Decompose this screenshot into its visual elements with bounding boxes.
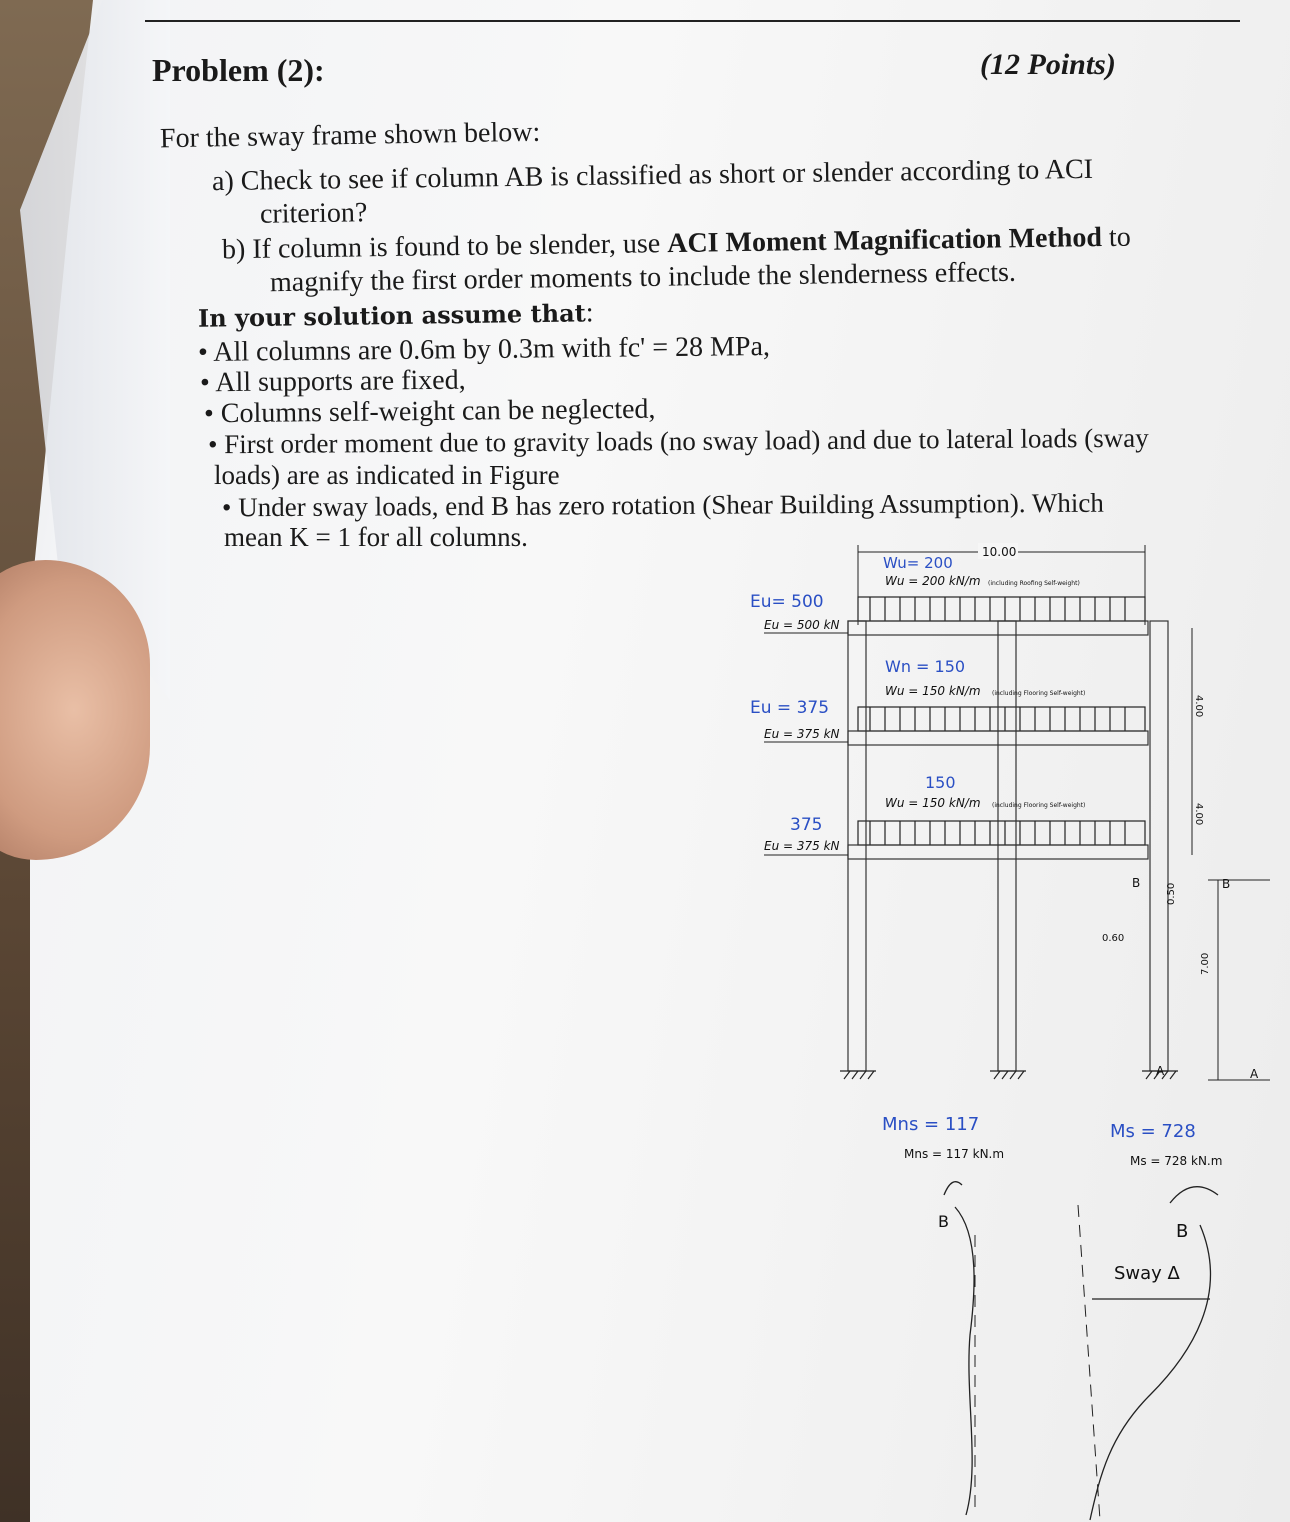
mns-moment-arrow <box>943 1181 963 1196</box>
floor2-load-hand: Wn = 150 <box>885 657 965 676</box>
dim-story-mid: 4.00 <box>1193 803 1204 825</box>
assume-colon: : <box>585 297 594 329</box>
header-rule <box>145 20 1240 22</box>
dim-story-top: 4.00 <box>1193 695 1204 717</box>
dim-col-width: 0.60 <box>1102 933 1124 944</box>
bullet-text: Under sway loads, end B has zero rotatio… <box>238 487 1104 523</box>
fixed-supports <box>840 1070 1178 1080</box>
ms-hand: Ms = 728 <box>1110 1121 1196 1142</box>
span-label: 10.00 <box>982 545 1016 559</box>
paper-sheet <box>30 0 1290 1522</box>
intro-text: For the sway frame shown below: <box>159 116 541 155</box>
frame-diagram: 10.00 Wu= 200 Wu = 200 kN/m (including R… <box>750 543 1270 1521</box>
node-b-elev: B <box>1222 877 1230 891</box>
bullet-item: • All supports are fixed, <box>199 364 466 399</box>
dim-beam-depth: 0.50 <box>1166 883 1177 905</box>
node-b-frame: B <box>1132 876 1140 890</box>
column-right <box>1149 620 1169 1072</box>
lateral-bot-hand: 375 <box>790 815 822 835</box>
bullet-text: First order moment due to gravity loads … <box>224 422 1149 460</box>
floor2-load-note: (including Flooring Self-weight) <box>992 690 1085 697</box>
floor1-load-note: (including Flooring Self-weight) <box>992 802 1085 809</box>
bullet-continuation: loads) are as indicated in Figure <box>214 460 560 490</box>
lateral-top-hand: Eu= 500 <box>750 592 824 612</box>
bullet-text: All supports are fixed, <box>215 364 466 399</box>
thumb <box>0 560 150 860</box>
floor2-load-block <box>857 706 1146 732</box>
no-sway-deflected-shape <box>954 1206 975 1516</box>
bullet-item: • Columns self-weight can be neglected, <box>203 393 656 430</box>
lateral-top-label: Eu = 500 kN <box>764 618 840 632</box>
bullet-text: Columns self-weight can be neglected, <box>220 393 656 430</box>
floor1-load-label: Wu = 150 kN/m <box>885 796 981 810</box>
ms-label: Ms = 728 kN.m <box>1130 1154 1222 1168</box>
node-a-frame: A <box>1156 1064 1165 1078</box>
no-sway-node-b: B <box>938 1212 949 1231</box>
dim-ground: 7.00 <box>1200 953 1211 975</box>
part-b-pre: If column is found to be slender, use <box>252 228 661 265</box>
points-label: (12 Points) <box>980 48 1116 81</box>
bullet-item: • Under sway loads, end B has zero rotat… <box>221 487 1104 523</box>
problem-title: Problem (2): <box>152 52 325 88</box>
column-middle <box>997 620 1017 1072</box>
roof-load-label: Wu = 200 kN/m <box>885 574 981 588</box>
roof-load-hand: Wu= 200 <box>883 554 953 572</box>
sway-deflected-shape <box>1089 1224 1212 1521</box>
sway-label: Sway Δ <box>1114 1263 1181 1284</box>
bullet-continuation: mean K = 1 for all columns. <box>224 522 528 552</box>
sway-node-b: B <box>1176 1221 1188 1242</box>
bullet-item: • All columns are 0.6m by 0.3m with fc' … <box>197 331 771 368</box>
roof-load-block <box>857 596 1146 622</box>
ms-moment-arrow <box>1169 1186 1219 1204</box>
part-a-line2: criterion? <box>259 197 368 230</box>
part-b-post: to <box>1108 221 1131 253</box>
mns-hand: Mns = 117 <box>882 1114 979 1135</box>
lateral-mid-label: Eu = 375 kN <box>764 727 840 741</box>
floor1-load-block <box>857 820 1146 846</box>
part-a-marker: a) <box>211 165 235 198</box>
lateral-bot-label: Eu = 375 kN <box>764 839 840 853</box>
part-b-marker: b) <box>221 234 246 266</box>
floor1-load-hand: 150 <box>925 773 956 792</box>
part-b-method: ACI Moment Magnification Method <box>667 222 1103 260</box>
assume-heading: In your solution assume that: <box>198 297 594 335</box>
lateral-mid-hand: Eu = 375 <box>750 698 829 718</box>
floor2-load-label: Wu = 150 kN/m <box>885 684 981 698</box>
column-left <box>847 620 867 1072</box>
node-a-elev: A <box>1250 1067 1259 1081</box>
bullet-item: • First order moment due to gravity load… <box>207 422 1149 460</box>
roof-load-note: (including Roofing Self-weight) <box>988 580 1080 587</box>
mns-label: Mns = 117 kN.m <box>904 1147 1004 1161</box>
bullet-text: All columns are 0.6m by 0.3m with fc' = … <box>213 331 771 368</box>
sway-reference-line <box>1077 1204 1101 1521</box>
assume-heading-text: In your solution assume that <box>197 298 586 333</box>
